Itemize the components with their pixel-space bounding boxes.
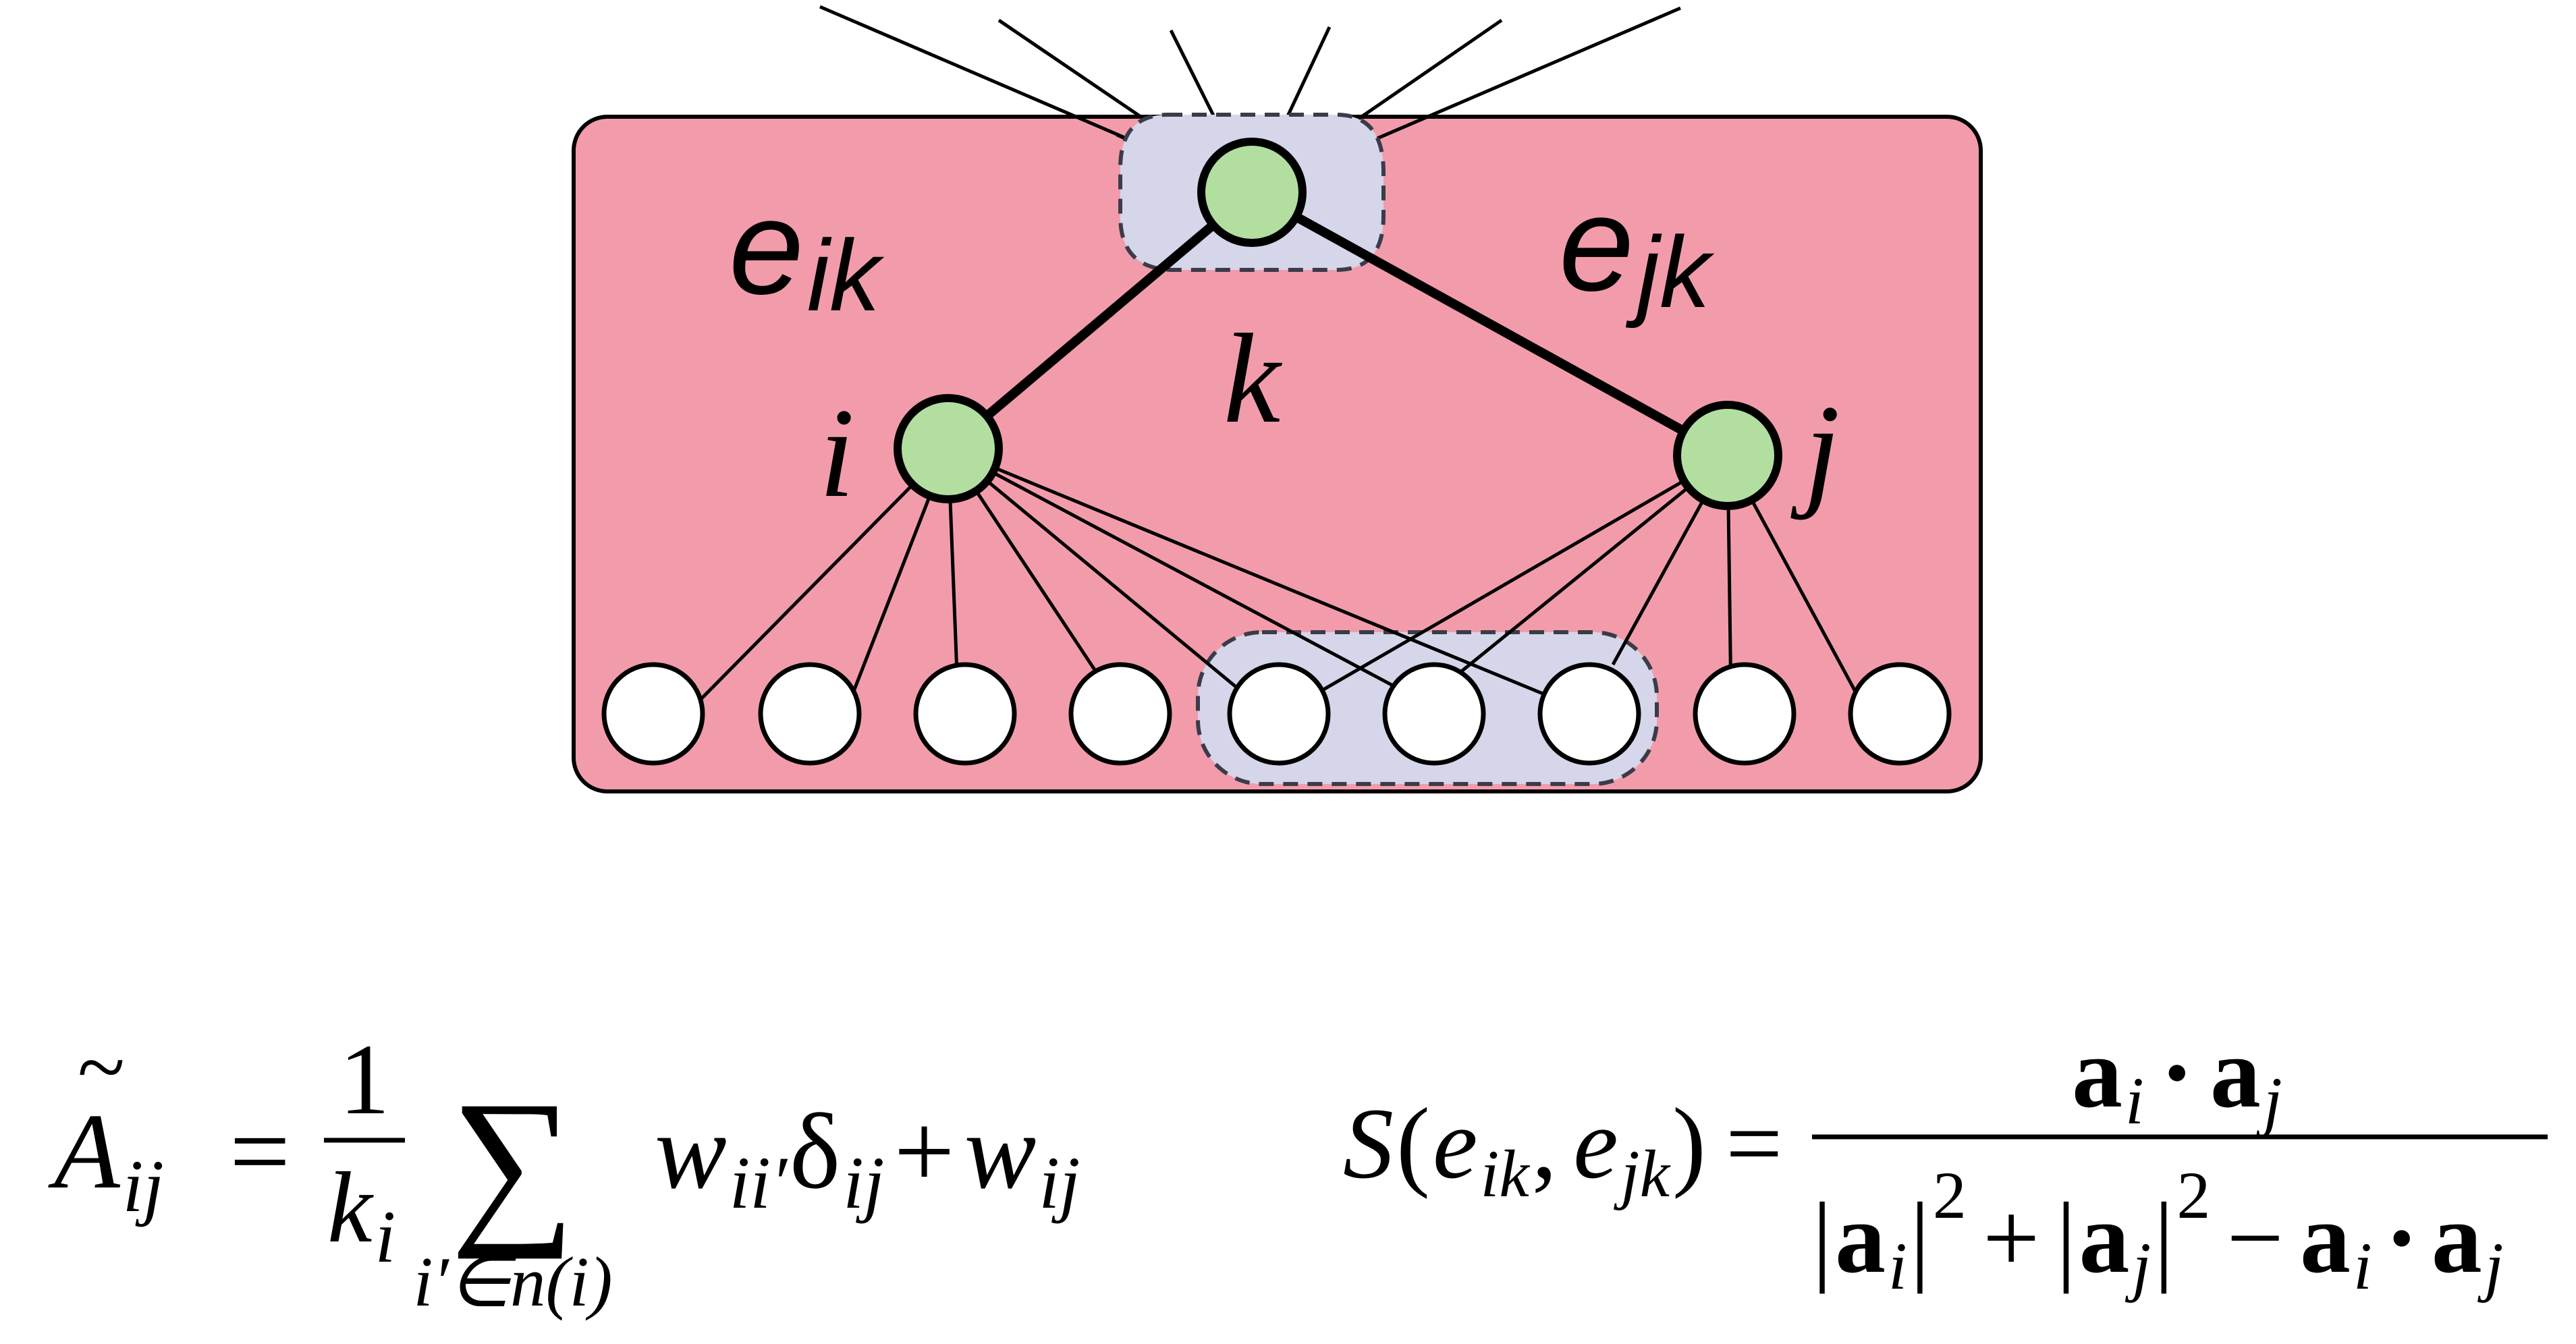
leaf-node	[1848, 662, 1952, 766]
leaf-node	[1693, 662, 1797, 766]
node-k-label: k	[1224, 308, 1283, 450]
eq2-denominator: | a i | 2 + | a j | 2 − a i · a j	[1812, 1158, 2504, 1304]
leaf-nodes	[601, 662, 1952, 766]
eq1-lhs: A ij	[48, 1091, 164, 1227]
adjacency-equation: ~ A ij = 1 k i ∑ i′∈n(i) w ii′ δ ij + w …	[48, 1019, 1080, 1321]
eq2-lhs: S ( e ik , e jk ) =	[1343, 1088, 1783, 1211]
node-k	[1197, 138, 1307, 247]
edge-jk-label: e jk	[1559, 169, 1715, 329]
node-i-label: i	[819, 383, 855, 524]
eq1-terms: w ii′ δ ij + w ij	[655, 1091, 1080, 1224]
eq1-equals: =	[229, 1091, 290, 1211]
eq1-fraction-numerator: 1	[339, 1024, 390, 1136]
eq1-sum-subscript: i′∈n(i)	[413, 1242, 612, 1321]
node-j	[1673, 401, 1782, 510]
eq1-lhs-tilde: ~	[78, 1019, 125, 1116]
edge-ik-label: e ik	[729, 172, 885, 332]
leaf-node	[1227, 662, 1331, 766]
similarity-equation: S ( e ik , e jk ) = a i · a j | a i | 2 …	[1343, 1017, 2548, 1304]
leaf-node	[758, 662, 862, 766]
leaf-node	[1382, 662, 1486, 766]
leaf-node	[1068, 662, 1172, 766]
edge-ik	[945, 188, 1255, 453]
node-i	[894, 394, 1003, 503]
edge-jk	[1249, 188, 1730, 460]
eq1-sum-symbol: ∑	[450, 1065, 575, 1260]
leaf-node	[1537, 662, 1641, 766]
eq2-numerator: a i · a j	[2072, 1017, 2282, 1138]
leaf-node	[913, 662, 1017, 766]
leaf-node	[601, 662, 705, 766]
graph-panel: k i j e ik e jk	[572, 5, 1983, 793]
eq1-fraction-denominator: k i	[327, 1152, 395, 1278]
